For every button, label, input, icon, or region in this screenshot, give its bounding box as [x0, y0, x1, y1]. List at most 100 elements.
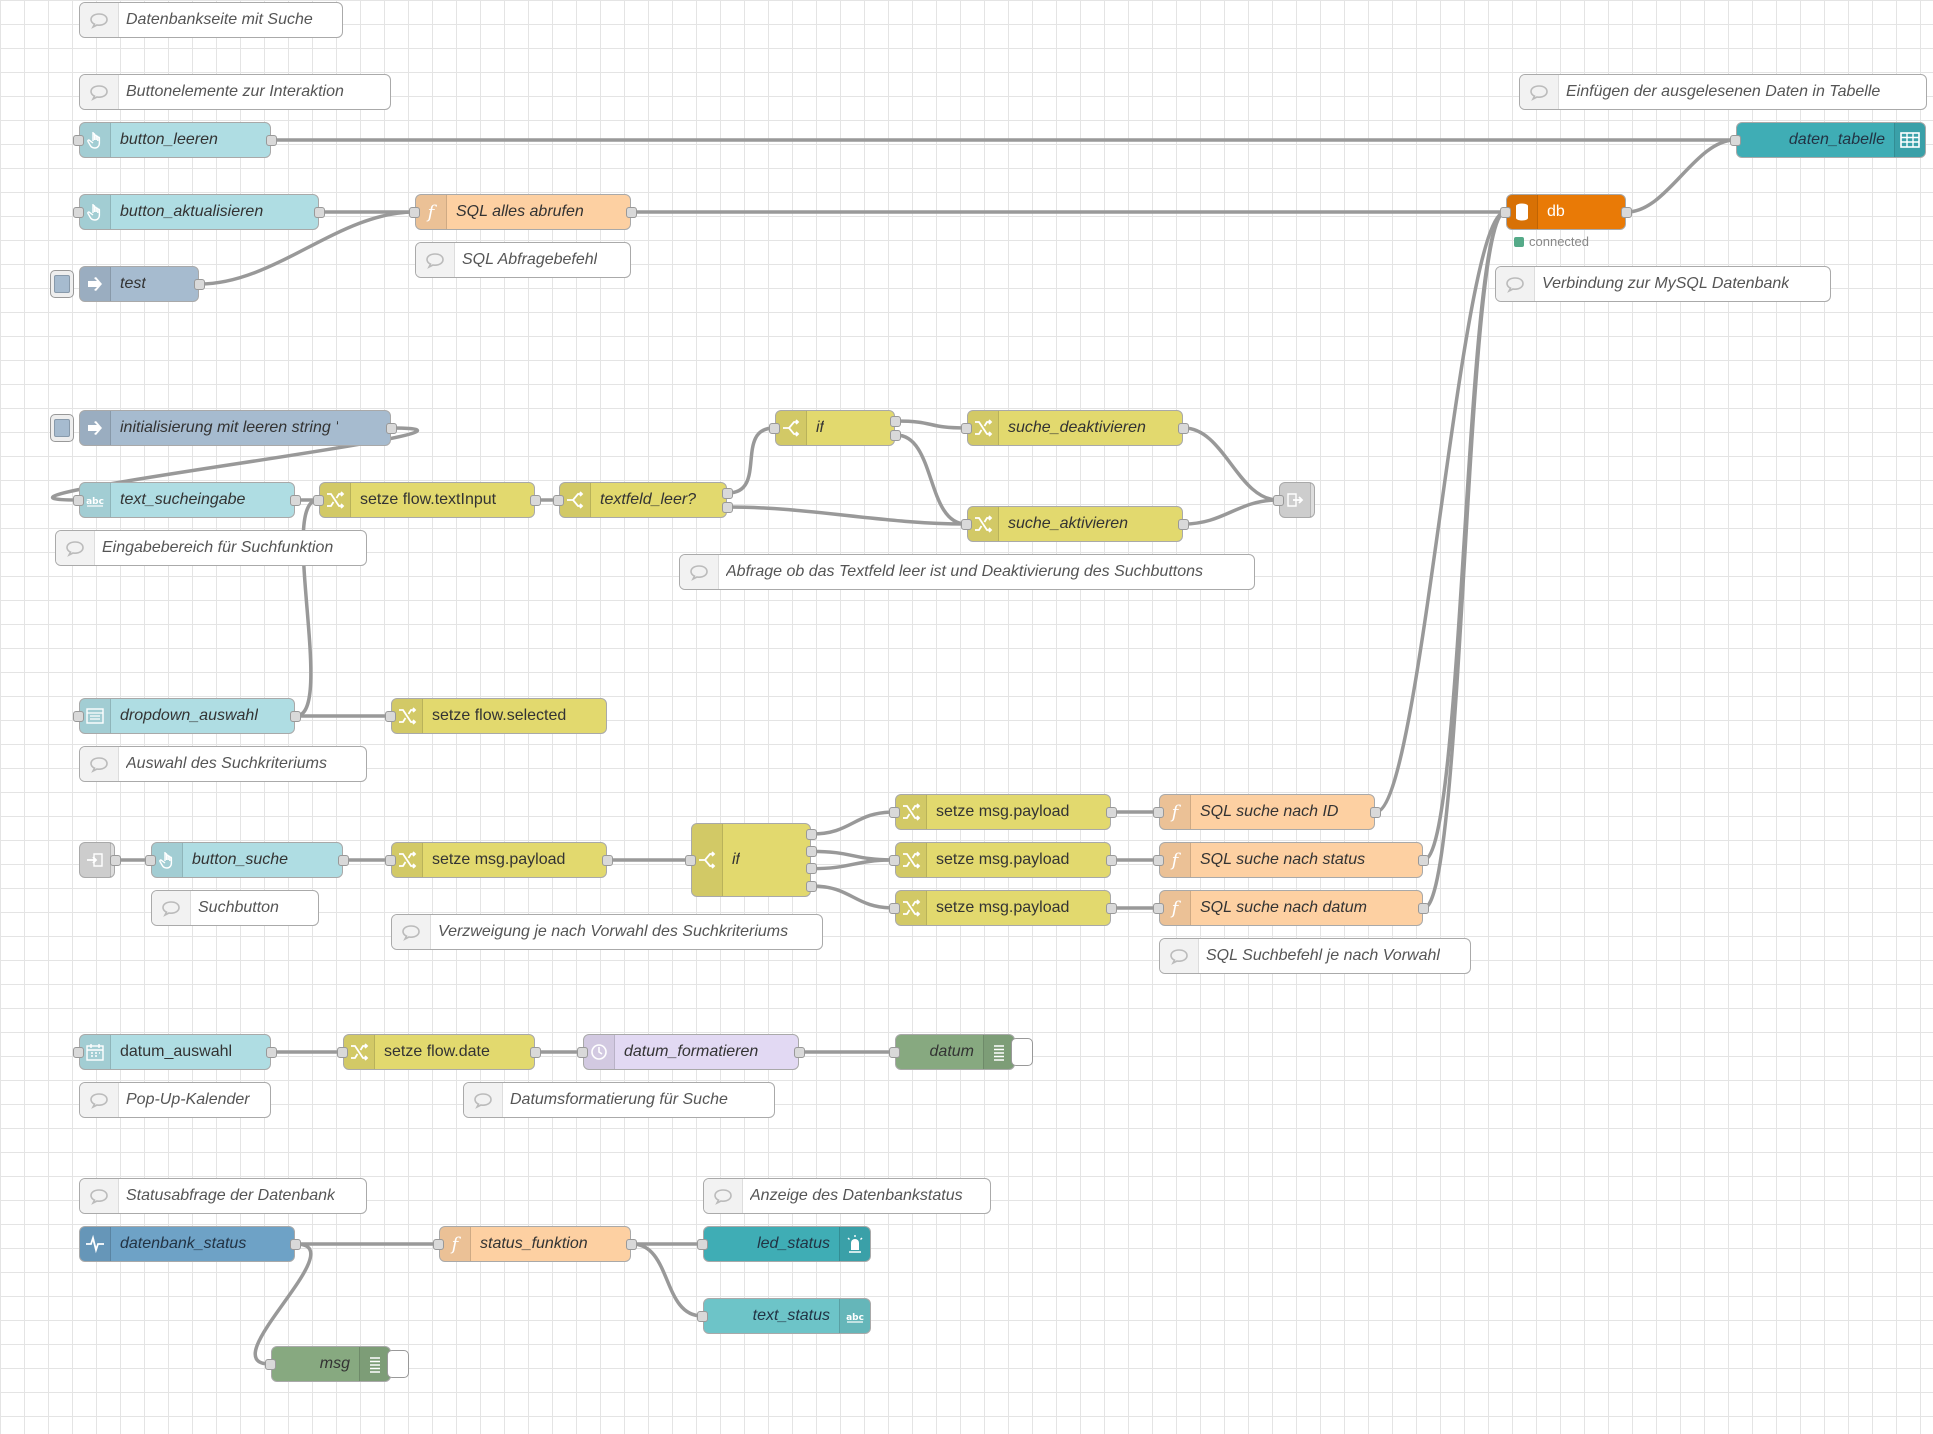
input-port[interactable] [1273, 494, 1284, 506]
output-port[interactable] [1621, 206, 1632, 218]
input-port[interactable] [889, 806, 900, 818]
input-port[interactable] [685, 854, 696, 866]
output-port[interactable] [806, 828, 817, 840]
node-suche-aktivieren[interactable]: suche_aktivieren [967, 506, 1183, 542]
output-port[interactable] [794, 1046, 805, 1058]
output-port[interactable] [314, 206, 325, 218]
output-port[interactable] [266, 134, 277, 146]
output-port[interactable] [890, 429, 901, 441]
output-port[interactable] [626, 1238, 637, 1250]
comment-eingabebereich[interactable]: Eingabebereich für Suchfunktion [55, 530, 367, 566]
output-port[interactable] [722, 487, 733, 499]
node-led-status[interactable]: led_status [703, 1226, 871, 1262]
node-button-suche[interactable]: button_suche [151, 842, 343, 878]
input-port[interactable] [73, 710, 84, 722]
output-port[interactable] [266, 1046, 277, 1058]
comment-sql-suchbefehl[interactable]: SQL Suchbefehl je nach Vorwahl [1159, 938, 1471, 974]
node-datum[interactable]: datum [895, 1034, 1015, 1070]
node-daten-tabelle[interactable]: daten_tabelle [1736, 122, 1926, 158]
input-port[interactable] [265, 1358, 276, 1370]
comment-auswahl[interactable]: Auswahl des Suchkriteriums [79, 746, 367, 782]
node-setze-date[interactable]: setze flow.date [343, 1034, 535, 1070]
inject-trigger-button[interactable] [50, 270, 74, 298]
output-port[interactable] [1106, 806, 1117, 818]
node-init[interactable]: initialisierung mit leeren string ' [79, 410, 391, 446]
node-datum-auswahl[interactable]: datum_auswahl [79, 1034, 271, 1070]
output-port[interactable] [1106, 854, 1117, 866]
node-test[interactable]: test [79, 266, 199, 302]
comment-einfuegen[interactable]: Einfügen der ausgelesenen Daten in Tabel… [1519, 74, 1927, 110]
node-setze-p2[interactable]: setze msg.payload [895, 842, 1111, 878]
node-datum-formatieren[interactable]: datum_formatieren [583, 1034, 799, 1070]
output-port[interactable] [338, 854, 349, 866]
comment-popup[interactable]: Pop-Up-Kalender [79, 1082, 271, 1118]
input-port[interactable] [1153, 902, 1164, 914]
input-port[interactable] [385, 710, 396, 722]
input-port[interactable] [889, 1046, 900, 1058]
comment-datenbankseite[interactable]: Datenbankseite mit Suche [79, 2, 343, 38]
output-port[interactable] [1106, 902, 1117, 914]
comment-abfrage[interactable]: Abfrage ob das Textfeld leer ist und Dea… [679, 554, 1255, 590]
node-setze-p1[interactable]: setze msg.payload [895, 794, 1111, 830]
input-port[interactable] [313, 494, 324, 506]
comment-anzeige[interactable]: Anzeige des Datenbankstatus [703, 1178, 991, 1214]
input-port[interactable] [337, 1046, 348, 1058]
input-port[interactable] [577, 1046, 588, 1058]
node-datenbank-status[interactable]: datenbank_status [79, 1226, 295, 1262]
output-port[interactable] [194, 278, 205, 290]
output-port[interactable] [1370, 806, 1381, 818]
node-if2[interactable]: if [691, 823, 811, 897]
input-port[interactable] [73, 494, 84, 506]
comment-verbindung[interactable]: Verbindung zur MySQL Datenbank [1495, 266, 1831, 302]
input-port[interactable] [73, 206, 84, 218]
comment-datumsformat[interactable]: Datumsformatierung für Suche [463, 1082, 775, 1118]
comment-buttonelemente[interactable]: Buttonelemente zur Interaktion [79, 74, 391, 110]
debug-toggle[interactable] [387, 1350, 409, 1378]
node-link-out1[interactable] [1279, 482, 1315, 518]
input-port[interactable] [961, 422, 972, 434]
node-button-aktualisieren[interactable]: button_aktualisieren [79, 194, 319, 230]
input-port[interactable] [1153, 806, 1164, 818]
output-port[interactable] [890, 415, 901, 427]
node-suche-deaktivieren[interactable]: suche_deaktivieren [967, 410, 1183, 446]
output-port[interactable] [530, 1046, 541, 1058]
output-port[interactable] [530, 494, 541, 506]
node-msg[interactable]: msg [271, 1346, 391, 1382]
output-port[interactable] [1418, 902, 1429, 914]
input-port[interactable] [385, 854, 396, 866]
output-port[interactable] [290, 710, 301, 722]
output-port[interactable] [722, 501, 733, 513]
output-port[interactable] [110, 854, 121, 866]
input-port[interactable] [697, 1310, 708, 1322]
input-port[interactable] [409, 206, 420, 218]
comment-statusabfrage[interactable]: Statusabfrage der Datenbank [79, 1178, 367, 1214]
input-port[interactable] [697, 1238, 708, 1250]
input-port[interactable] [769, 422, 780, 434]
output-port[interactable] [1178, 422, 1189, 434]
output-port[interactable] [806, 845, 817, 857]
input-port[interactable] [553, 494, 564, 506]
comment-verzweigung[interactable]: Verzweigung je nach Vorwahl des Suchkrit… [391, 914, 823, 950]
input-port[interactable] [145, 854, 156, 866]
input-port[interactable] [889, 902, 900, 914]
input-port[interactable] [433, 1238, 444, 1250]
input-port[interactable] [961, 518, 972, 530]
node-button-leeren[interactable]: button_leeren [79, 122, 271, 158]
output-port[interactable] [290, 494, 301, 506]
output-port[interactable] [626, 206, 637, 218]
input-port[interactable] [1730, 134, 1741, 146]
node-if1[interactable]: if [775, 410, 895, 446]
output-port[interactable] [290, 1238, 301, 1250]
node-textfeld-leer[interactable]: textfeld_leer? [559, 482, 727, 518]
node-dropdown-auswahl[interactable]: dropdown_auswahl [79, 698, 295, 734]
input-port[interactable] [889, 854, 900, 866]
node-setze-p3[interactable]: setze msg.payload [895, 890, 1111, 926]
output-port[interactable] [806, 863, 817, 875]
output-port[interactable] [806, 880, 817, 892]
